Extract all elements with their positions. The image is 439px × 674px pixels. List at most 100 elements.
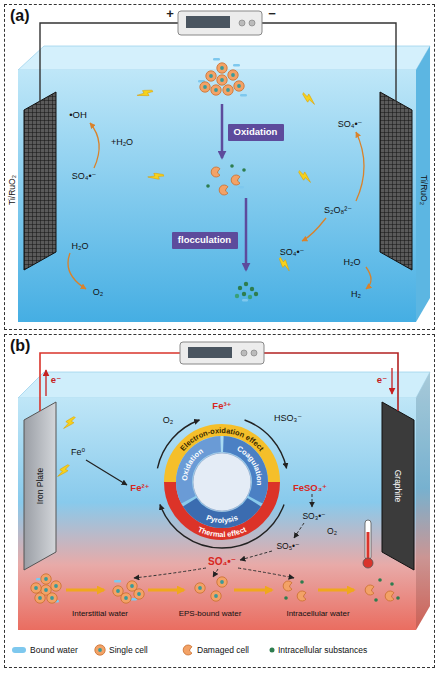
cell xyxy=(41,574,51,584)
species-label: Fe⁰ xyxy=(71,448,85,457)
species-label: H₂O xyxy=(344,258,361,267)
wire xyxy=(40,23,178,101)
ring-label-path: Oxidation xyxy=(180,446,205,481)
species-label: SO₅•⁻ xyxy=(276,542,299,551)
cell xyxy=(200,82,210,92)
mesh-electrode xyxy=(380,92,412,270)
supply-body xyxy=(178,11,262,35)
species-label: SO₄•⁻ xyxy=(338,120,363,129)
bound-water xyxy=(213,58,220,61)
ring-label: Thermal effect xyxy=(196,525,248,539)
substance-icon xyxy=(270,648,275,653)
stage-arrow xyxy=(234,589,272,592)
substance-dot xyxy=(254,292,258,296)
cell xyxy=(211,591,221,601)
thermometer xyxy=(363,520,373,568)
damaged-cell xyxy=(365,585,374,595)
single-cell-icon xyxy=(95,645,105,655)
tank-front xyxy=(18,70,416,322)
lightning xyxy=(147,170,165,183)
box-label: flocculation xyxy=(178,235,231,245)
species-label: e⁻ xyxy=(51,375,61,385)
substance-dot xyxy=(230,164,234,168)
cell xyxy=(35,593,45,603)
cycle-arrow xyxy=(160,505,284,548)
stage-arrow xyxy=(66,589,104,592)
substance-dot xyxy=(235,294,239,298)
cell xyxy=(51,581,61,591)
cell xyxy=(134,589,144,599)
cell xyxy=(223,85,233,95)
species-label: SO₄•⁻ xyxy=(72,172,97,181)
species-label: EPS-bound water xyxy=(179,610,242,618)
tank-side-shade xyxy=(416,372,430,630)
ring-label-path: Electron-oxidation effect xyxy=(178,426,266,453)
legend-label: Damaged cell xyxy=(197,646,249,655)
substance-dot xyxy=(250,287,254,291)
electron-arrow xyxy=(45,370,46,396)
substance-dot xyxy=(206,184,210,188)
reaction-arrow xyxy=(68,253,86,289)
ring-label-path: Coagulation xyxy=(236,444,265,486)
species-label: SO₃•⁻ xyxy=(302,512,325,521)
dashed-arrow xyxy=(134,568,206,578)
reaction-arrow xyxy=(90,123,99,168)
lightning xyxy=(56,462,71,480)
dashed-arrow xyxy=(238,568,294,578)
species-label: Fe³⁺ xyxy=(212,401,231,411)
species-label: O₂ xyxy=(93,288,104,297)
lightning xyxy=(276,256,293,272)
box-label: Oxidation xyxy=(234,127,278,137)
damaged-cell xyxy=(283,581,292,591)
cell xyxy=(31,583,41,593)
ring-core xyxy=(193,453,251,511)
supply-body xyxy=(180,342,264,364)
tank-front xyxy=(18,398,416,630)
species-label: H₂ xyxy=(351,290,361,299)
damaged-cell xyxy=(231,175,240,185)
wire xyxy=(40,353,180,411)
species-label: Ti/RuO₂ xyxy=(420,175,429,205)
wire xyxy=(264,353,398,411)
supply-display xyxy=(186,16,230,28)
species-label: Iron Plate xyxy=(36,468,45,504)
stage-arrow xyxy=(318,589,354,592)
lightning xyxy=(296,169,314,184)
supply-display xyxy=(188,347,232,358)
supply-knob xyxy=(239,20,245,26)
reaction-arrow xyxy=(366,267,371,289)
supply-knob xyxy=(251,350,257,356)
species-label: +H₂O xyxy=(111,138,133,147)
cell-row xyxy=(31,574,400,603)
ring-label: Oxidation xyxy=(180,446,205,481)
cycle-arrow xyxy=(245,420,287,468)
power-supply xyxy=(180,342,264,364)
panel-frame: (a) Oxidation flocculation xyxy=(4,4,435,330)
process-arrow xyxy=(245,198,248,270)
process-box: Oxidation xyxy=(228,124,284,141)
species-label: O₂ xyxy=(327,527,337,536)
effect-ring xyxy=(170,430,274,534)
tank-side xyxy=(416,372,430,630)
ring-label: Electron-oxidation effect xyxy=(178,426,266,453)
bound-water xyxy=(114,580,121,583)
species-label: − xyxy=(268,7,276,20)
substance-dot xyxy=(242,168,246,172)
species-label: Intracellular water xyxy=(286,610,349,618)
legend-swatch xyxy=(12,647,26,653)
species-label: •OH xyxy=(69,110,87,120)
substance-dot xyxy=(390,582,394,586)
flocs xyxy=(235,282,258,302)
cell xyxy=(121,593,131,603)
legend-icons xyxy=(95,645,275,655)
iron-plate xyxy=(24,402,56,570)
substance-dot xyxy=(396,596,400,600)
panel-label: (a) xyxy=(10,7,30,25)
species-label: H₂O xyxy=(72,242,89,251)
species-label: O₂ xyxy=(163,416,174,425)
damaged-cell xyxy=(385,591,394,601)
damaged-cell xyxy=(297,591,306,601)
electron-arrow xyxy=(391,368,392,394)
substance-dot xyxy=(242,292,246,296)
